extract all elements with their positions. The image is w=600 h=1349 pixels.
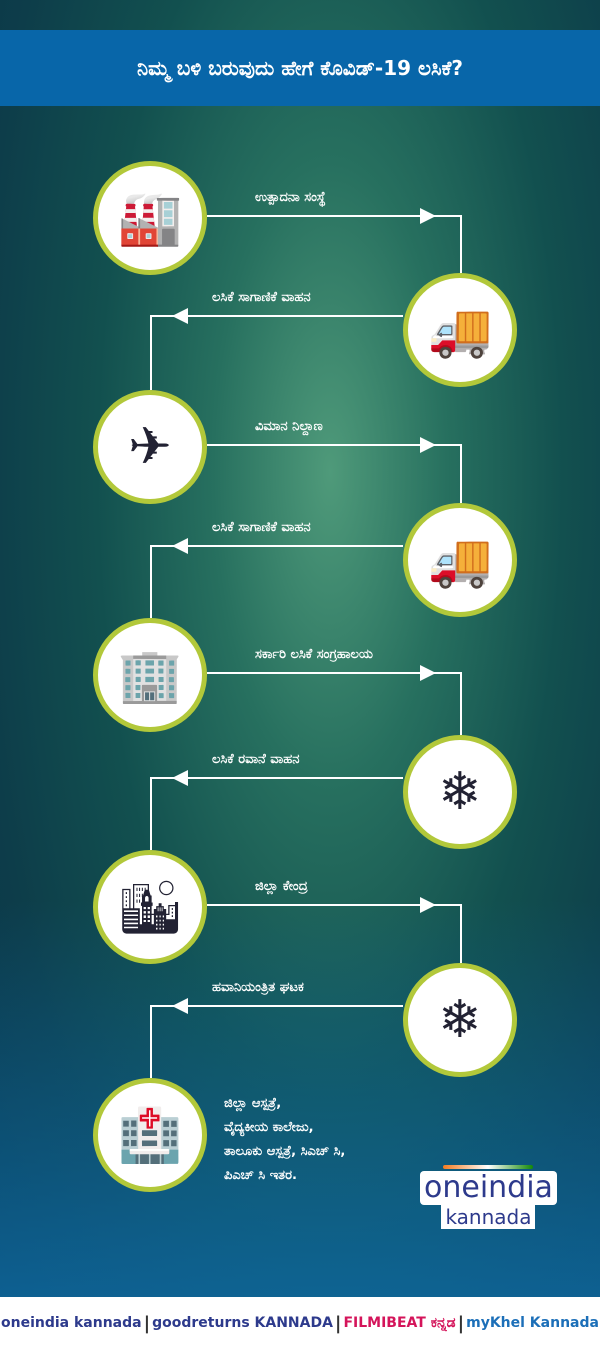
page-title: ನಿಮ್ಮ ಬಳಿ ಬರುವುದು ಹೇಗೆ ಕೊವಿಡ್-19 ಲಸಿಕೆ? [0,30,600,106]
destination-text: ಜಿಲ್ಲಾ ಆಸ್ಪತ್ರೆ, ವೈದ್ಯಕೀಯ ಕಾಲೇಜು, ತಾಲೂಕು… [224,1092,345,1188]
arrow-right-icon [420,897,436,913]
connector-line [460,215,462,273]
step-label: ವಿಮಾನ ನಿಲ್ದಾಣ [255,419,323,434]
connector-line [460,672,462,735]
hospital-icon: 🏥 [117,1105,183,1166]
connector-line [150,315,403,317]
footer-logo-mykhel[interactable]: myKhel Kannada [466,1315,599,1331]
step-label: ಲಸಿಕೆ ಸಾಗಾಣಿಕೆ ವಾಹನ [212,290,311,305]
footer: oneindia kannada | goodreturns KANNADA |… [0,1297,600,1349]
separator: | [334,1312,342,1334]
step-circle: 🏢 [93,618,207,732]
step-circle: 🚚 [403,503,517,617]
step-label: ಜಿಲ್ಲಾ ಕೇಂದ್ರ [255,879,308,894]
separator: | [143,1312,151,1334]
connector-line [460,444,462,503]
separator: | [457,1312,465,1334]
footer-logo-filmibeat[interactable]: FILMIBEAT ಕನ್ನಡ [343,1315,456,1331]
connector-line [207,215,462,217]
arrow-left-icon [172,308,188,324]
destination-line: ವೈದ್ಯಕೀಯ ಕಾಲೇಜು, [224,1120,314,1135]
step-label: ಸರ್ಕಾರಿ ಲಸಿಕೆ ಸಂಗ್ರಹಾಲಯ [255,647,373,662]
destination-line: ಪಿಎಚ್ ಸಿ ಇತರ. [224,1168,297,1183]
connector-line [150,315,152,390]
step-circle: 🏥 [93,1078,207,1192]
destination-line: ತಾಲೂಕು ಆಸ್ಪತ್ರೆ, ಸಿಎಚ್ ಸಿ, [224,1144,346,1159]
connector-line [207,672,462,674]
connector-line [150,777,403,779]
refrigerated-truck-icon: ❄ [438,762,482,822]
step-circle: 🏭 [93,161,207,275]
step-label: ಹವಾನಿಯಂತ್ರಿತ ಘಟಕ [212,980,304,995]
connector-line [207,444,462,446]
cold-storage-icon: ❄ [438,990,482,1050]
step-circle: ❄ [403,963,517,1077]
step-circle: ❄ [403,735,517,849]
footer-logo-oneindia[interactable]: oneindia kannada [0,1315,142,1331]
arrow-right-icon [420,208,436,224]
arrow-left-icon [172,538,188,554]
connector-line [150,545,152,618]
arrow-right-icon [420,665,436,681]
connector-line [150,1005,403,1007]
connector-line [207,904,462,906]
brand-sub: kannada [441,1205,536,1229]
brand-name: oneindia [420,1171,557,1205]
arrow-right-icon [420,437,436,453]
connector-line [150,777,152,850]
oneindia-logo: oneindia kannada [420,1165,557,1229]
step-label: ಲಸಿಕೆ ಸಾಗಾಣಿಕೆ ವಾಹನ [212,520,311,535]
connector-line [150,1005,152,1078]
city-icon: 🏙 [116,877,183,938]
step-label: ಲಸಿಕೆ ರವಾನೆ ವಾಹನ [212,752,300,767]
connector-line [150,545,403,547]
factory-icon: 🏭 [117,188,183,249]
destination-line: ಜಿಲ್ಲಾ ಆಸ್ಪತ್ರೆ, [224,1096,282,1111]
truck-icon: 🚚 [427,530,493,591]
footer-logo-goodreturns[interactable]: goodreturns KANNADA [152,1315,333,1331]
connector-line [460,904,462,963]
building-icon: 🏢 [117,645,183,706]
background-glow [0,900,600,1297]
step-circle: ✈ [93,390,207,504]
airport-icon: ✈ [128,417,172,477]
step-label: ಉತ್ಪಾದನಾ ಸಂಸ್ಥೆ [255,190,326,205]
truck-icon: 🚚 [427,300,493,361]
step-circle: 🚚 [403,273,517,387]
arrow-left-icon [172,998,188,1014]
step-circle: 🏙 [93,850,207,964]
arrow-left-icon [172,770,188,786]
